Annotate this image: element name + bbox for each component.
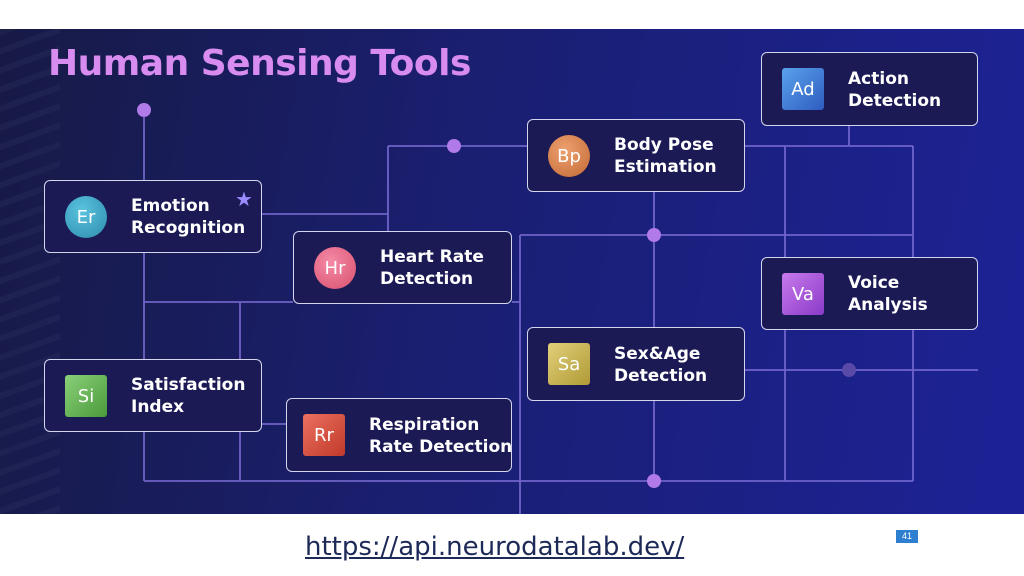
sex-age-icon: Sa: [548, 343, 590, 385]
slide-title: Human Sensing Tools: [48, 43, 471, 84]
satisfaction-index-icon: Si: [65, 375, 107, 417]
source-url-link[interactable]: https://api.neurodatalab.dev/: [305, 532, 685, 562]
respiration-rate-icon: Rr: [303, 414, 345, 456]
page-number-badge: 41: [896, 530, 918, 543]
body-pose-icon: Bp: [548, 135, 590, 177]
action-detection-icon: Ad: [782, 68, 824, 110]
emotion-recognition-icon: Er: [65, 196, 107, 238]
connector-lines: [137, 103, 978, 514]
star-icon: ★: [235, 189, 253, 211]
voice-analysis-icon: Va: [782, 273, 824, 315]
heart-rate-icon: Hr: [314, 247, 356, 289]
